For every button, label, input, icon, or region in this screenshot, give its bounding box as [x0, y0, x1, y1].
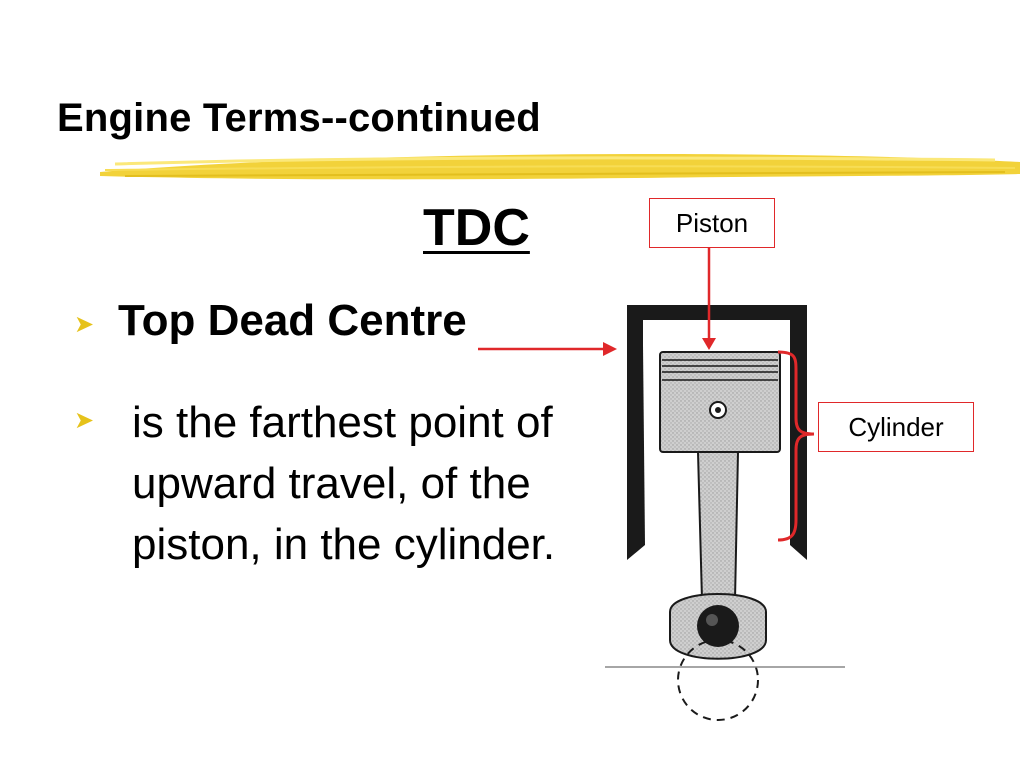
piston-label-text: Piston: [675, 207, 749, 238]
bullet-arrow-icon: ➤: [74, 407, 95, 434]
section-heading: TDC: [423, 199, 530, 257]
cylinder-head: [627, 305, 807, 345]
crank-pin: [697, 605, 739, 647]
title-highlight-stroke: [100, 154, 1020, 180]
bullet-text: Top Dead Centre: [118, 296, 467, 345]
piston-label: Piston: [649, 198, 775, 248]
cylinder-label-text: Cylinder: [848, 411, 944, 442]
bullet-text: is the farthest point of upward travel, …: [132, 398, 556, 569]
cylinder-wall-left: [627, 345, 645, 560]
bullet-arrow-icon: ➤: [74, 311, 95, 338]
cylinder-wall-right: [790, 345, 807, 560]
cylinder-brace: [777, 350, 815, 542]
slide-title: Engine Terms--continued: [57, 96, 541, 140]
cylinder-label: Cylinder: [818, 402, 974, 452]
crank-circle: [677, 639, 759, 721]
connecting-rod: [696, 451, 740, 601]
